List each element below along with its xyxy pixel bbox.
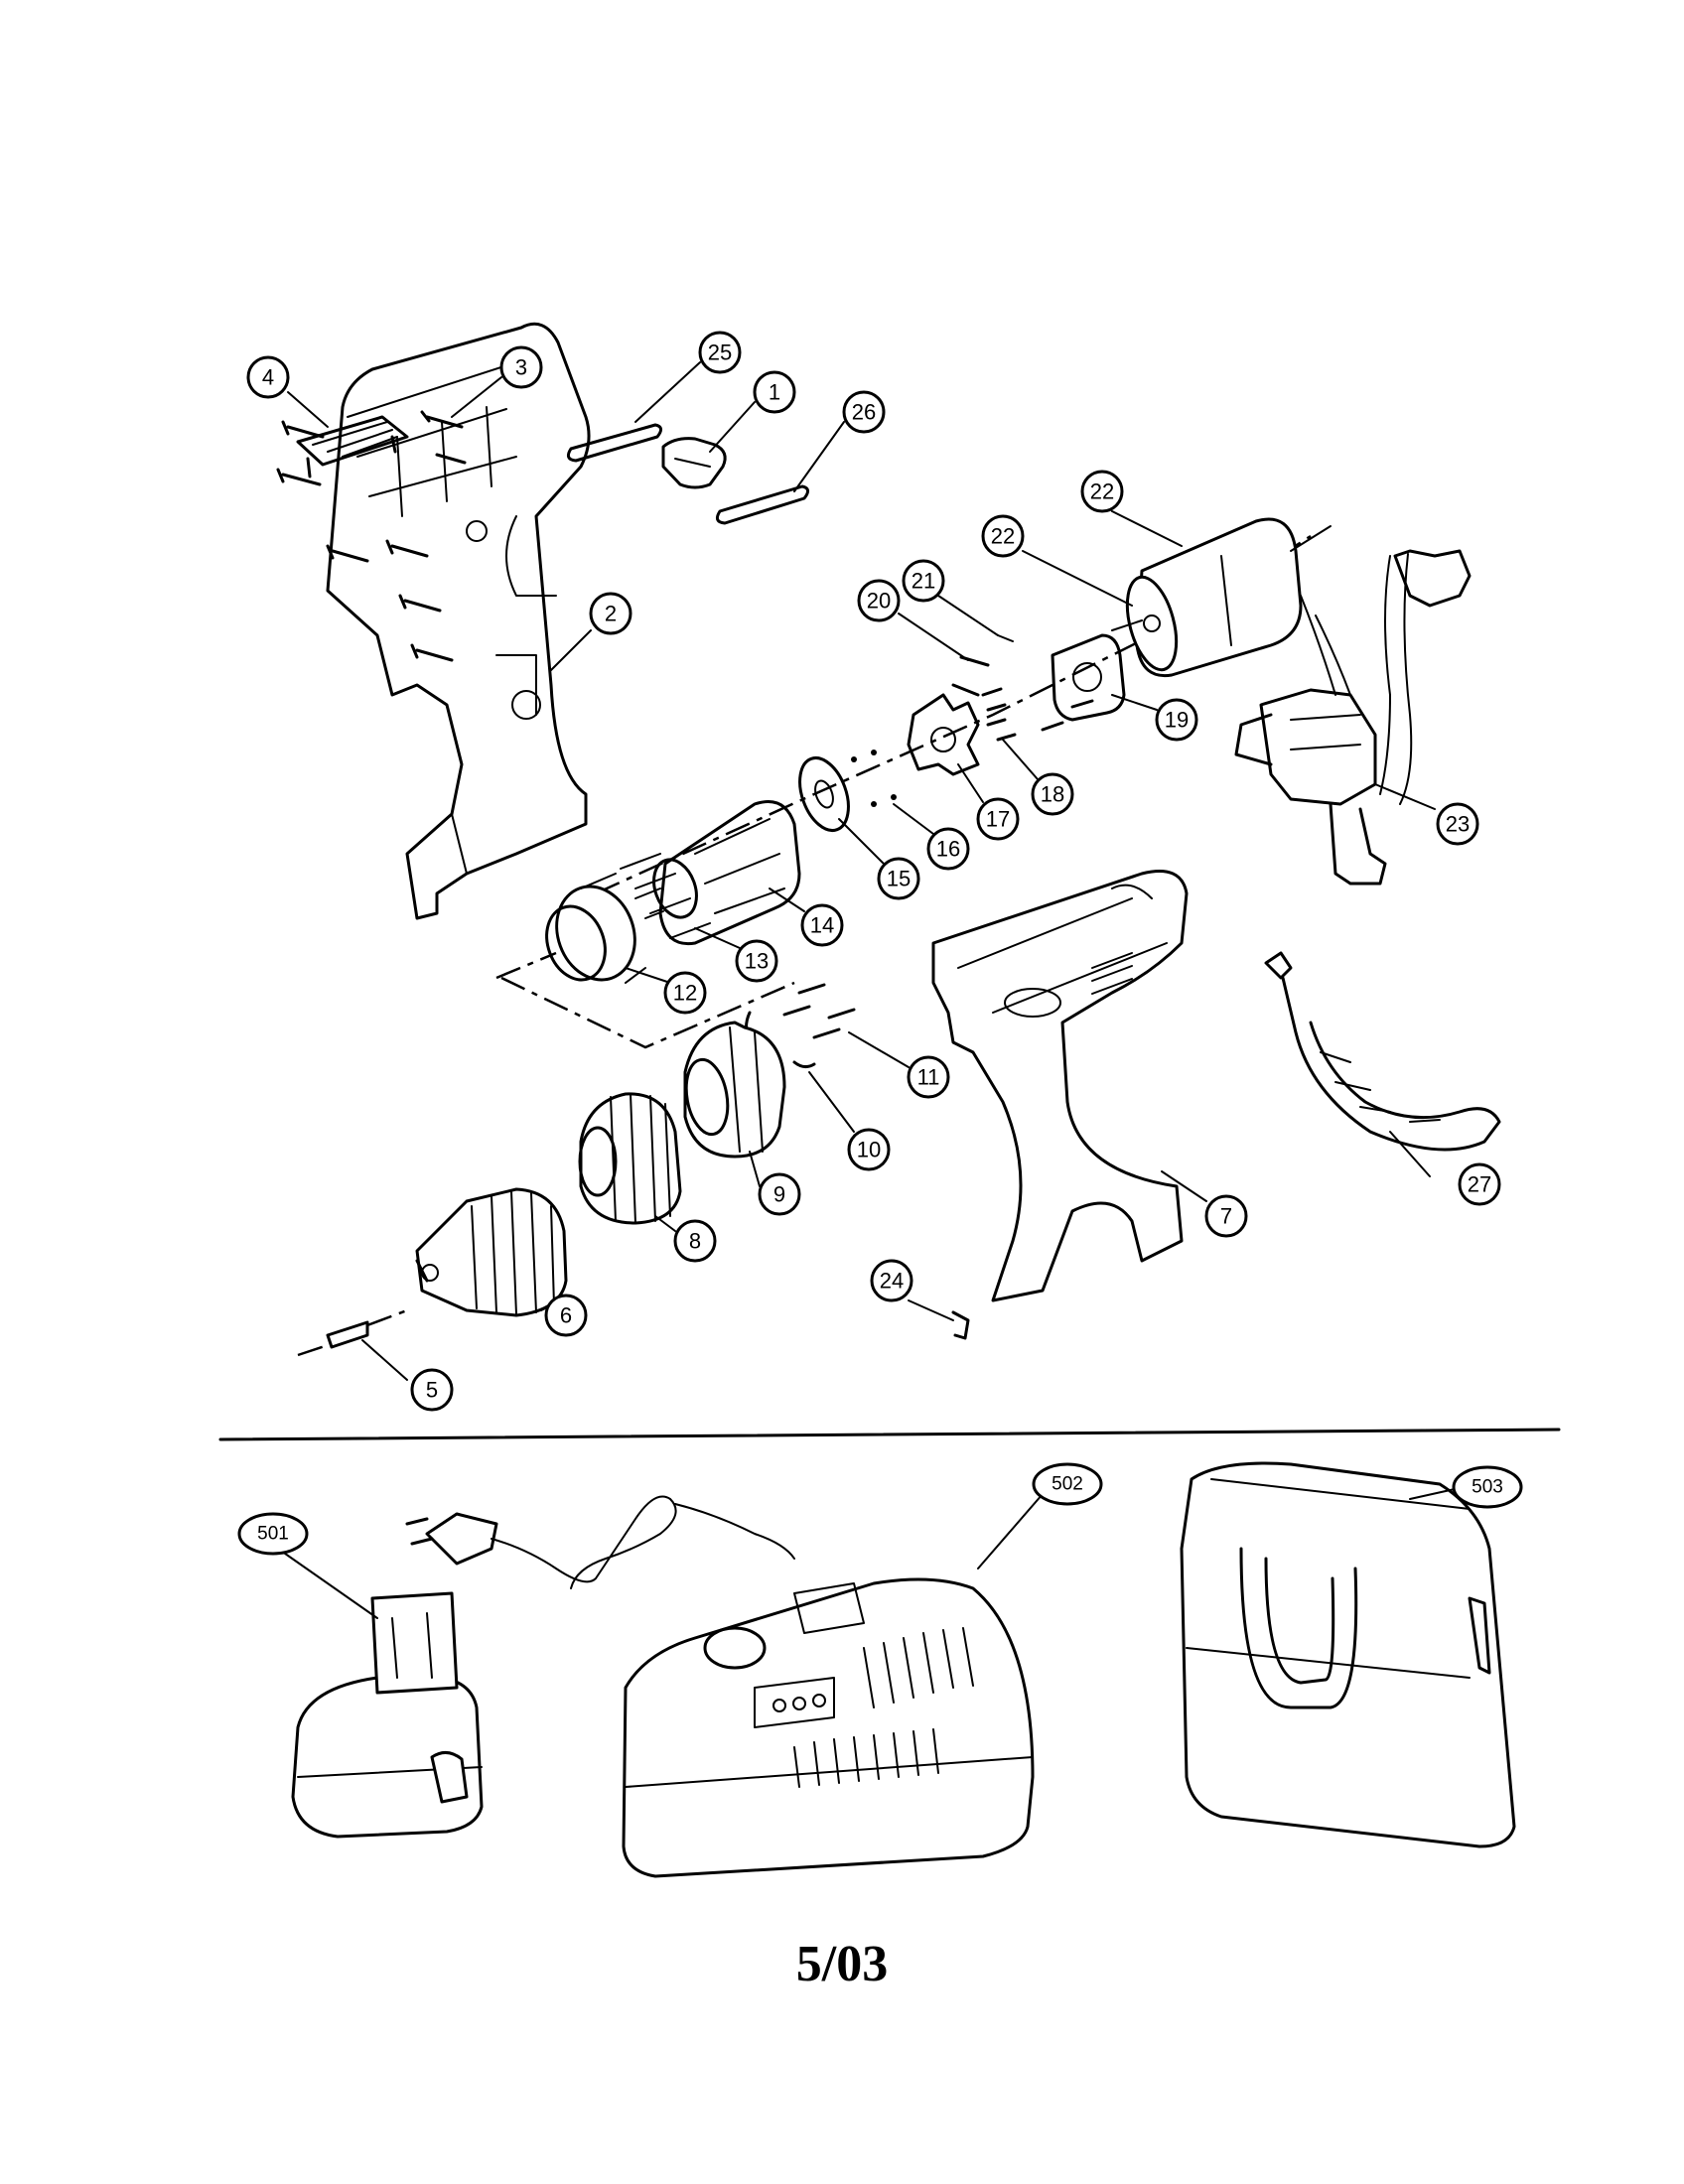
part-15-washer <box>798 756 850 832</box>
callout-8: 8 <box>673 1219 717 1263</box>
part-3-screw <box>420 410 464 429</box>
svg-text:26: 26 <box>852 400 876 425</box>
svg-text:4: 4 <box>262 365 274 390</box>
callout-12: 12 <box>663 971 707 1015</box>
callout-7: 7 <box>1204 1194 1248 1238</box>
assembly-link-left <box>495 951 557 980</box>
svg-text:5: 5 <box>426 1378 438 1403</box>
svg-text:15: 15 <box>887 867 911 891</box>
svg-text:6: 6 <box>560 1303 572 1328</box>
callout-3: 3 <box>499 345 543 389</box>
part-17-clutch-plate <box>907 693 980 776</box>
svg-text:503: 503 <box>1472 1477 1503 1498</box>
svg-text:18: 18 <box>1041 782 1064 807</box>
svg-text:21: 21 <box>912 569 935 594</box>
part-16-balls <box>851 750 897 807</box>
callout-503: 503 <box>1452 1465 1523 1509</box>
assembly-link-lower <box>500 976 795 1049</box>
callout-21: 21 <box>902 559 945 603</box>
part-7-housing-right-half <box>931 870 1189 1302</box>
callout-16: 16 <box>926 827 970 871</box>
svg-text:11: 11 <box>917 1065 940 1090</box>
part-9-clutch-ring <box>683 1021 786 1159</box>
callout-22-pinion: 22 <box>981 514 1025 558</box>
svg-text:13: 13 <box>745 949 769 974</box>
svg-text:501: 501 <box>257 1524 289 1545</box>
svg-text:2: 2 <box>605 602 617 626</box>
part-26-spring <box>715 484 809 525</box>
part-14-planetary-gearbox <box>634 800 801 946</box>
callout-15: 15 <box>877 857 920 900</box>
callout-10: 10 <box>847 1128 891 1171</box>
callout-25: 25 <box>698 331 742 374</box>
callout-9: 9 <box>758 1172 801 1216</box>
svg-text:14: 14 <box>810 913 834 938</box>
callout-18: 18 <box>1031 772 1074 816</box>
callout-5: 5 <box>410 1368 454 1412</box>
part-19-screws <box>951 683 1094 732</box>
svg-text:16: 16 <box>936 837 960 862</box>
svg-text:20: 20 <box>867 589 891 614</box>
callout-22-motor: 22 <box>1080 470 1124 513</box>
section-divider <box>218 1428 1561 1441</box>
svg-text:25: 25 <box>708 341 732 365</box>
part-25-spring <box>566 423 662 463</box>
part-501-battery-pack <box>291 1591 484 1839</box>
part-22-motor <box>1111 517 1332 678</box>
callout-20: 20 <box>857 579 901 622</box>
callout-24: 24 <box>870 1259 913 1302</box>
svg-text:19: 19 <box>1165 708 1189 733</box>
svg-text:17: 17 <box>986 807 1010 832</box>
svg-text:3: 3 <box>515 355 527 380</box>
part-6-keyless-chuck <box>415 1187 568 1317</box>
callout-14: 14 <box>800 903 844 947</box>
svg-text:8: 8 <box>689 1229 701 1254</box>
svg-text:10: 10 <box>857 1138 881 1162</box>
svg-text:502: 502 <box>1052 1474 1083 1495</box>
part-3-screw-b <box>435 453 467 465</box>
svg-text:22: 22 <box>1090 479 1114 504</box>
part-1-button <box>661 437 727 489</box>
callout-501: 501 <box>237 1512 309 1556</box>
svg-text:24: 24 <box>880 1269 904 1294</box>
part-21-washer <box>997 634 1014 642</box>
callout-23: 23 <box>1436 802 1479 846</box>
part-503-tool-bag <box>1180 1461 1516 1848</box>
callout-502: 502 <box>1032 1462 1103 1506</box>
callout-6: 6 <box>544 1294 588 1337</box>
svg-text:12: 12 <box>673 981 697 1006</box>
part-19-motor-bracket <box>1051 633 1126 722</box>
part-502-battery-charger <box>405 1495 1035 1878</box>
callout-13: 13 <box>735 939 778 983</box>
svg-text:23: 23 <box>1446 812 1470 837</box>
svg-text:27: 27 <box>1468 1172 1491 1197</box>
part-12-ring <box>545 873 646 984</box>
part-5-chuck-screw <box>297 1308 408 1357</box>
part-18-springs <box>981 687 1017 742</box>
part-27-wrist-strap <box>1264 951 1501 1152</box>
svg-text:22: 22 <box>991 524 1015 549</box>
svg-text:1: 1 <box>769 380 780 405</box>
housing-left-half <box>326 322 591 920</box>
callout-17: 17 <box>976 797 1020 841</box>
part-4-switch-plate <box>296 415 409 478</box>
callout-4: 4 <box>246 355 290 399</box>
callout-19: 19 <box>1155 698 1198 742</box>
svg-text:7: 7 <box>1220 1204 1232 1229</box>
part-8-adjusting-collar <box>578 1092 682 1225</box>
part-24-clip <box>951 1310 970 1340</box>
callout-2: 2 <box>589 592 632 635</box>
callout-27: 27 <box>1458 1162 1501 1206</box>
callout-11: 11 <box>907 1055 950 1099</box>
footer-date: 5/03 <box>796 1936 888 1992</box>
callout-1: 1 <box>753 370 796 414</box>
callout-26: 26 <box>842 390 886 434</box>
svg-text:9: 9 <box>773 1182 785 1207</box>
part-11-pins <box>782 983 856 1039</box>
